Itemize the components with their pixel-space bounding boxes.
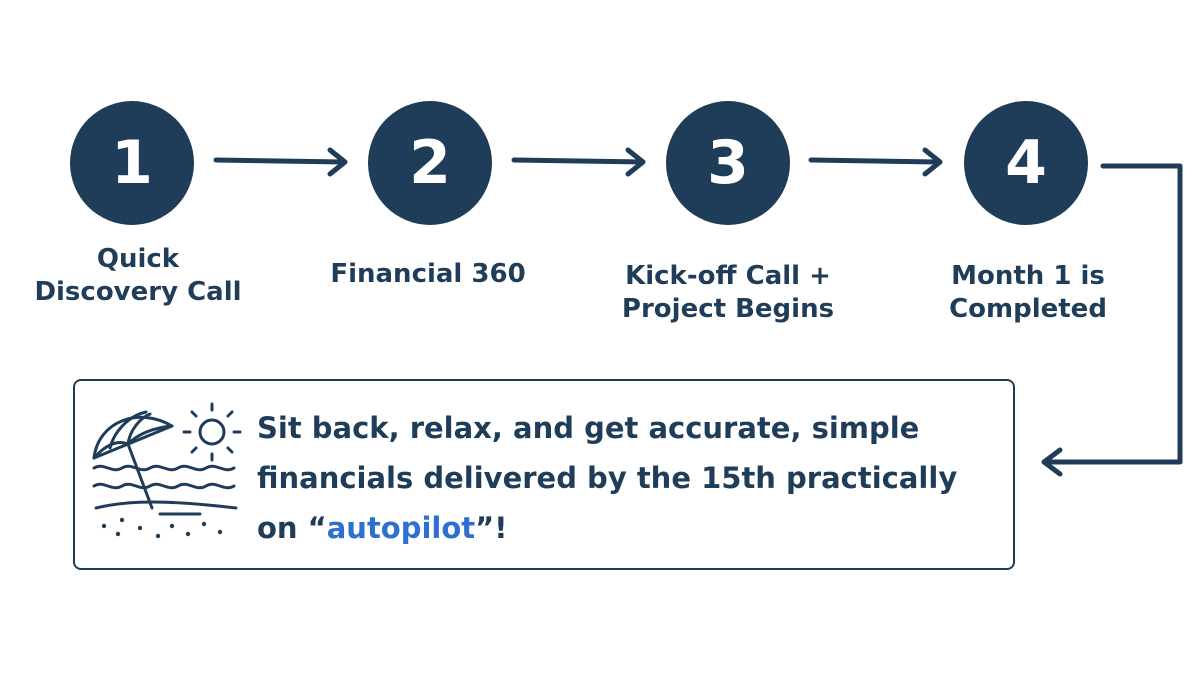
- step-4-circle: 4: [964, 101, 1088, 225]
- callout-box: [73, 379, 1015, 570]
- callout-text: Sit back, relax, and get accurate, simpl…: [257, 403, 997, 553]
- arrow-1-to-2: [213, 147, 348, 177]
- step-4-label: Month 1 is Completed: [949, 261, 1107, 324]
- step-1-label: Quick Discovery Call: [34, 244, 242, 307]
- step-4-number: 4: [1005, 128, 1047, 198]
- step-1-circle: 1: [70, 101, 194, 225]
- step-2-number: 2: [409, 128, 451, 198]
- arrow-3-to-4: [808, 147, 943, 177]
- arrow-4-to-callout: [1041, 163, 1183, 477]
- step-2-label: Financial 360: [330, 259, 526, 289]
- step-3-circle: 3: [666, 101, 790, 225]
- step-3-label: Kick-off Call + Project Begins: [621, 261, 835, 324]
- arrow-2-to-3: [511, 147, 646, 177]
- step-3-number: 3: [707, 128, 749, 198]
- step-2-circle: 2: [368, 101, 492, 225]
- callout-text-end: ”!: [475, 511, 508, 545]
- beach-umbrella-sun-icon: [92, 402, 242, 539]
- callout-highlight-autopilot: autopilot: [326, 511, 476, 545]
- callout-text-main: Sit back, relax, and get accurate, simpl…: [257, 411, 958, 545]
- step-1-number: 1: [111, 128, 153, 198]
